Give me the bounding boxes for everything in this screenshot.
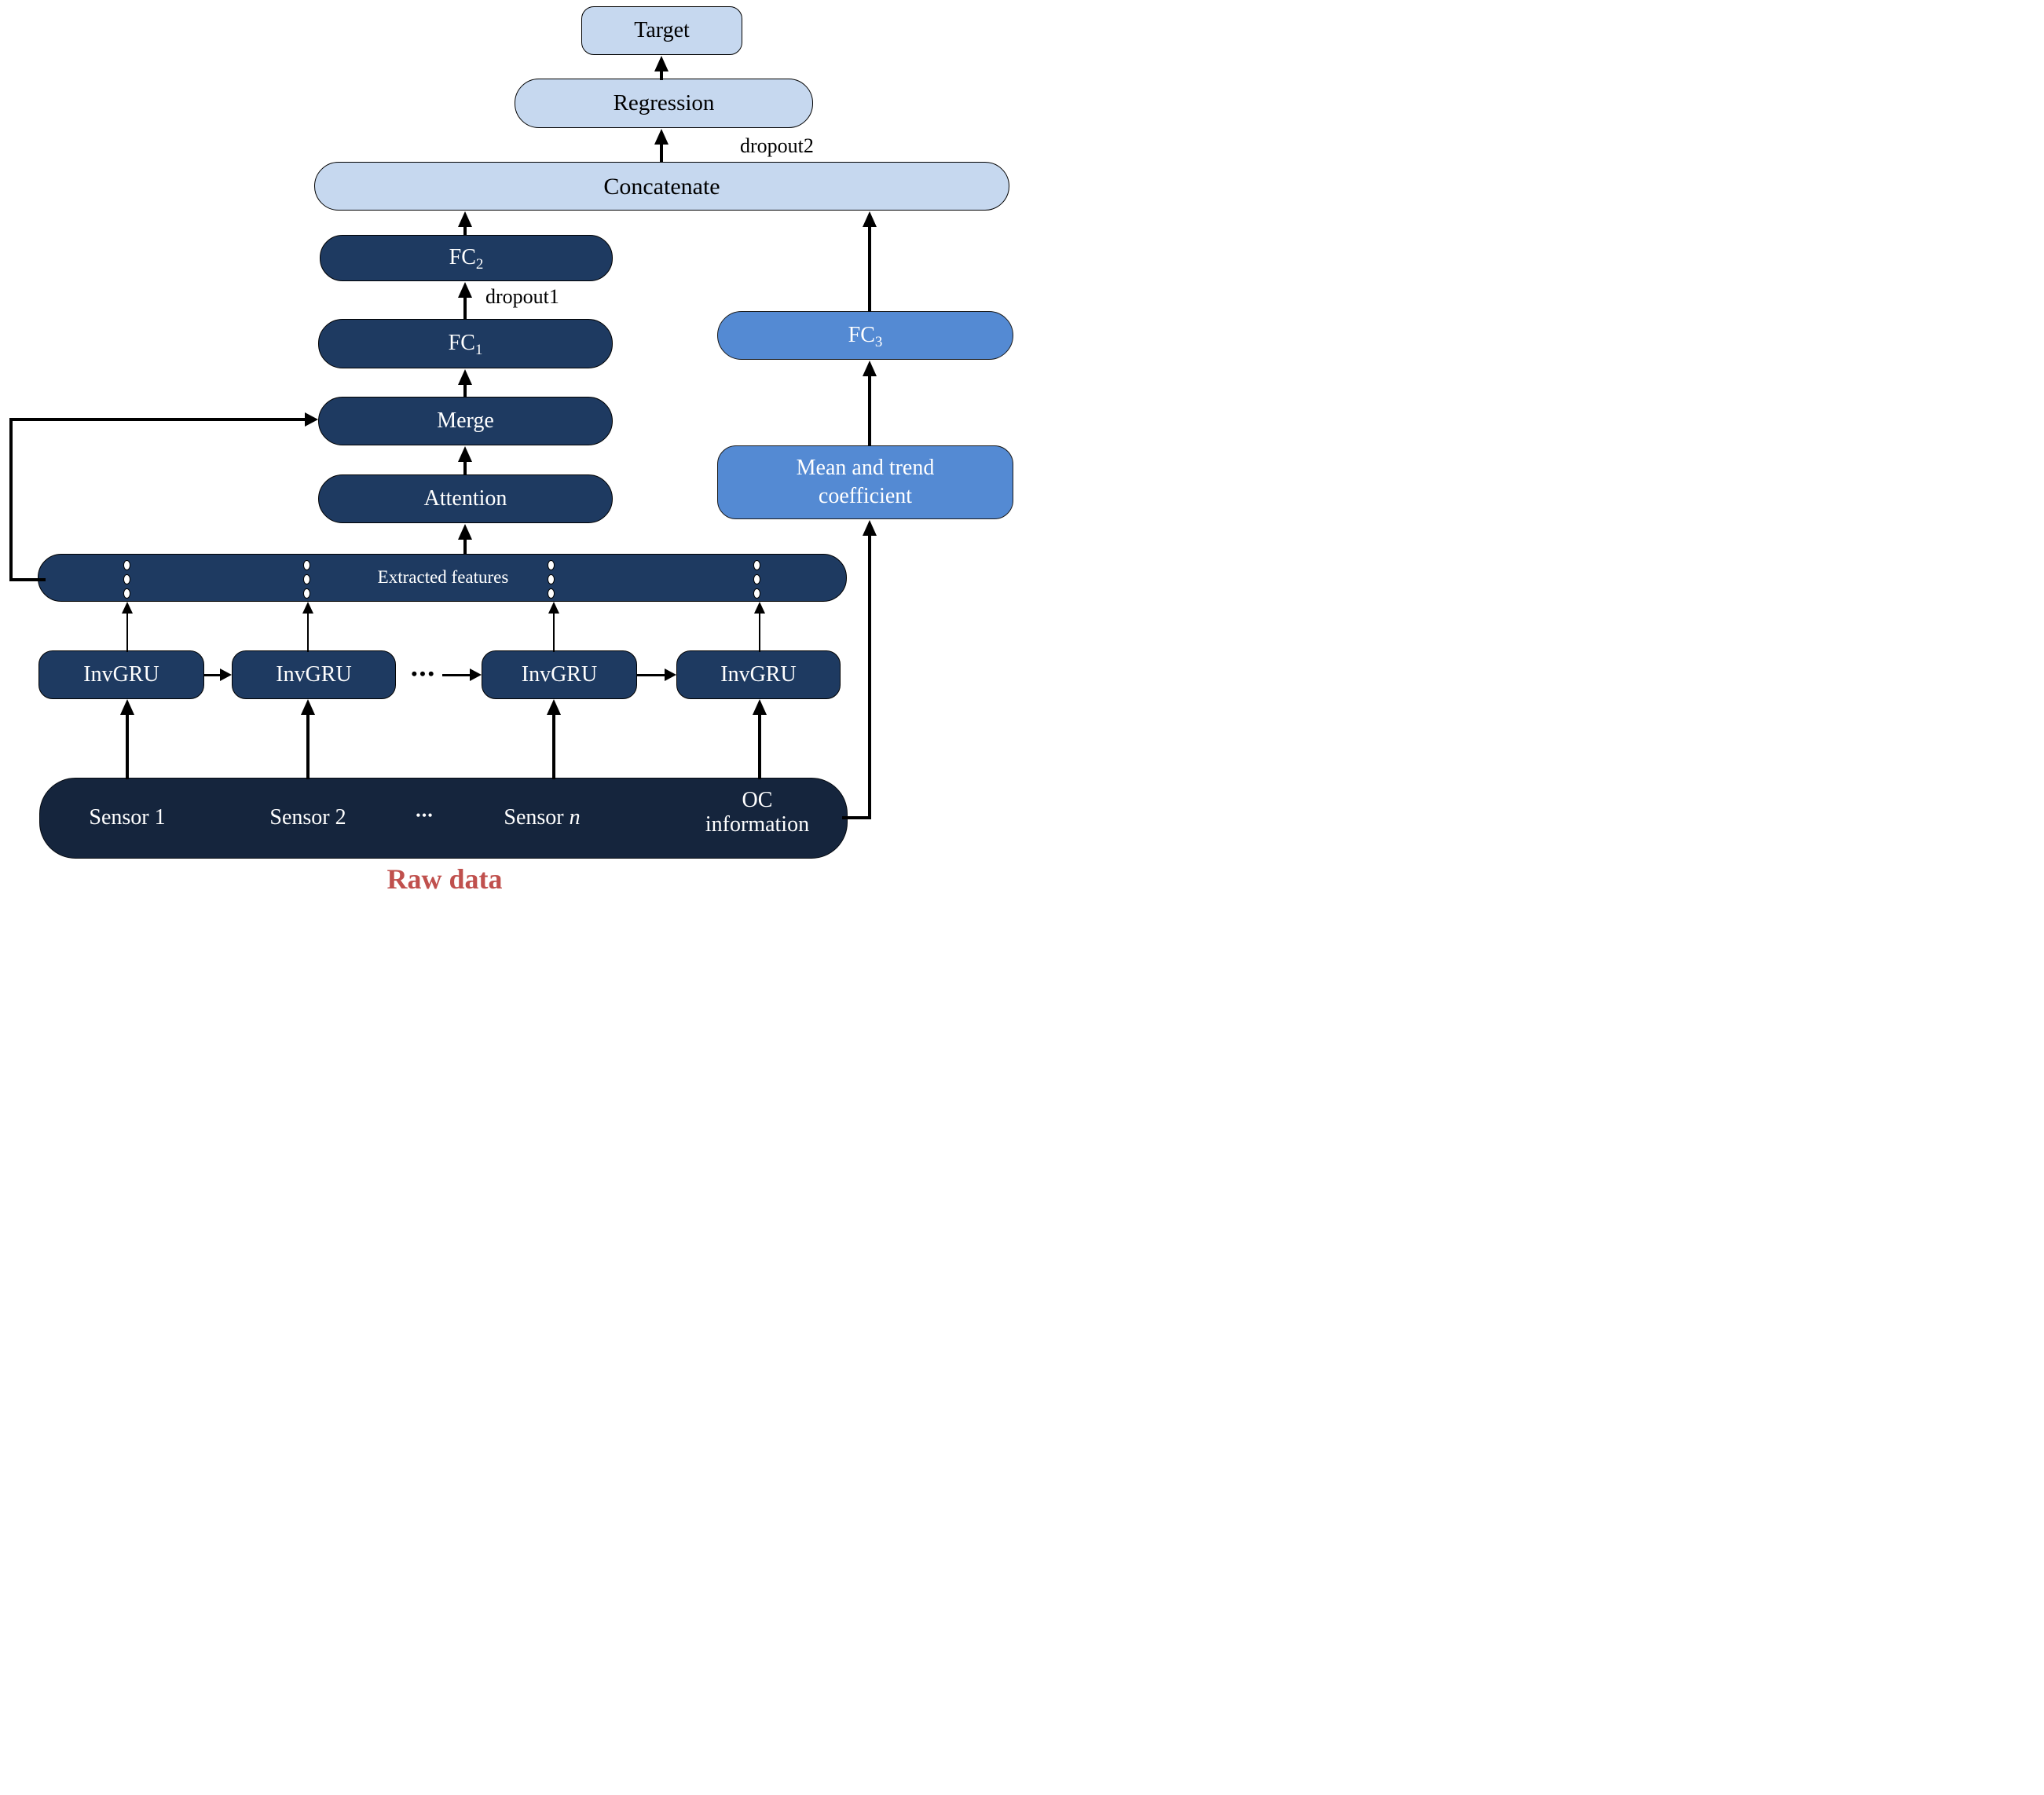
arrowhead-fc1-fc2 bbox=[458, 282, 472, 298]
arrowhead-extracted-attention bbox=[458, 524, 472, 540]
node-regression-label: Regression bbox=[613, 90, 715, 115]
node-attention-label: Attention bbox=[423, 485, 507, 511]
arrowhead-ocinfo-invgru4 bbox=[753, 699, 767, 715]
arrowhead-regression-target bbox=[654, 56, 669, 71]
node-concatenate-label: Concatenate bbox=[603, 173, 720, 200]
arrow-invgru3-extracted bbox=[553, 611, 555, 652]
arrow-invgru2-extracted bbox=[307, 611, 309, 652]
arrow-invgru4-extracted bbox=[759, 611, 760, 652]
vertical-ellipsis-icon bbox=[303, 560, 310, 599]
vertical-ellipsis-icon bbox=[123, 560, 130, 599]
node-merge-label: Merge bbox=[437, 408, 494, 433]
raw-bar-sensor2-label: Sensor 2 bbox=[269, 805, 346, 830]
arrowhead-merge-fc1 bbox=[458, 369, 472, 385]
node-invgru-1: InvGRU bbox=[38, 650, 204, 699]
feedback-top-segment bbox=[9, 418, 306, 421]
arrow-fc3-concatenate bbox=[868, 223, 871, 312]
vertical-ellipsis-icon bbox=[753, 560, 760, 599]
node-merge: Merge bbox=[318, 397, 613, 445]
node-regression: Regression bbox=[515, 79, 813, 128]
node-fc1: FC1 bbox=[318, 319, 613, 368]
node-mean-trend-line2: coefficient bbox=[818, 484, 913, 508]
arrowhead-invgru1-invgru2 bbox=[220, 669, 232, 681]
node-fc3: FC3 bbox=[717, 311, 1013, 360]
arrow-chain-invgru3 bbox=[442, 674, 471, 676]
arrow-sensor1-invgru1 bbox=[126, 711, 129, 779]
node-invgru-3-label: InvGRU bbox=[521, 661, 598, 687]
invgru-chain-ellipsis: ••• bbox=[411, 664, 437, 683]
arrowhead-feedback-merge bbox=[305, 412, 318, 427]
arrow-attention-merge bbox=[463, 458, 467, 475]
arrowhead-meantrend-fc3 bbox=[863, 361, 877, 376]
arrowhead-fc3-concatenate bbox=[863, 211, 877, 227]
dropout2-label: dropout2 bbox=[740, 134, 814, 157]
sensor-n-variable: n bbox=[569, 805, 581, 830]
node-fc3-label: FC3 bbox=[848, 322, 883, 350]
dropout1-label: dropout1 bbox=[485, 285, 559, 308]
arrow-merge-fc1 bbox=[463, 381, 467, 397]
feedback-vertical-segment bbox=[9, 418, 13, 581]
arrow-invgru1-extracted bbox=[126, 611, 128, 652]
arrowhead-invgru3-extracted bbox=[548, 602, 559, 614]
raw-bar-sensor1-label: Sensor 1 bbox=[89, 805, 166, 830]
node-target: Target bbox=[581, 6, 742, 55]
arrow-invgru1-invgru2 bbox=[204, 674, 221, 676]
node-attention: Attention bbox=[318, 474, 613, 523]
arrow-ocinfo-invgru4 bbox=[758, 711, 761, 779]
arrowhead-sensor1-invgru1 bbox=[120, 699, 134, 715]
arrow-ocinfo-meantrend bbox=[868, 532, 871, 819]
arrowhead-sensorn-invgru3 bbox=[547, 699, 561, 715]
node-extracted-features-label: Extracted features bbox=[377, 567, 509, 587]
node-fc1-label: FC1 bbox=[448, 331, 483, 359]
raw-bar-oc-label: OC information bbox=[705, 788, 810, 837]
arrowhead-invgru1-extracted bbox=[122, 602, 133, 614]
arrowhead-chain-invgru3 bbox=[470, 669, 482, 681]
node-fc2: FC2 bbox=[320, 235, 613, 281]
node-mean-trend: Mean and trend coefficient bbox=[717, 445, 1013, 519]
node-invgru-1-label: InvGRU bbox=[83, 661, 159, 687]
node-raw-data-bar bbox=[39, 778, 848, 859]
arrow-sensor2-invgru2 bbox=[306, 711, 310, 779]
node-invgru-4: InvGRU bbox=[676, 650, 841, 699]
arrowhead-sensor2-invgru2 bbox=[301, 699, 315, 715]
arrow-invgru3-invgru4 bbox=[636, 674, 665, 676]
arrowhead-concatenate-regression bbox=[654, 129, 669, 145]
arrowhead-fc2-concatenate bbox=[458, 211, 472, 227]
architecture-diagram: Target Regression Concatenate FC2 FC1 Me… bbox=[0, 0, 1022, 898]
node-mean-trend-line1: Mean and trend bbox=[796, 456, 935, 480]
arrow-fc1-fc2 bbox=[463, 294, 467, 320]
arrowhead-ocinfo-meantrend bbox=[863, 520, 877, 536]
arrowhead-invgru3-invgru4 bbox=[665, 669, 676, 681]
vertical-ellipsis-icon bbox=[548, 560, 555, 599]
arrowhead-attention-merge bbox=[458, 446, 472, 462]
arrowhead-invgru2-extracted bbox=[302, 602, 313, 614]
node-invgru-3: InvGRU bbox=[482, 650, 637, 699]
arrow-meantrend-fc3 bbox=[868, 372, 871, 446]
arrow-concatenate-regression bbox=[660, 141, 663, 163]
arrow-sensorn-invgru3 bbox=[552, 711, 555, 779]
raw-bar-ellipsis: ••• bbox=[416, 809, 434, 822]
arrow-extracted-attention bbox=[463, 536, 467, 555]
node-invgru-4-label: InvGRU bbox=[720, 661, 797, 687]
node-concatenate: Concatenate bbox=[314, 162, 1009, 211]
node-fc2-label: FC2 bbox=[449, 245, 484, 273]
arrowhead-invgru4-extracted bbox=[754, 602, 765, 614]
node-invgru-2: InvGRU bbox=[232, 650, 396, 699]
connector-rawbar-right bbox=[842, 816, 871, 819]
arrow-fc2-concatenate bbox=[463, 223, 467, 236]
node-target-label: Target bbox=[634, 17, 690, 42]
arrow-regression-target bbox=[660, 69, 663, 80]
node-extracted-features bbox=[38, 554, 847, 602]
node-invgru-2-label: InvGRU bbox=[276, 661, 352, 687]
raw-data-caption: Raw data bbox=[386, 863, 503, 895]
raw-bar-sensor-n-label: Sensor n bbox=[504, 805, 581, 830]
feedback-bottom-segment bbox=[9, 578, 46, 581]
